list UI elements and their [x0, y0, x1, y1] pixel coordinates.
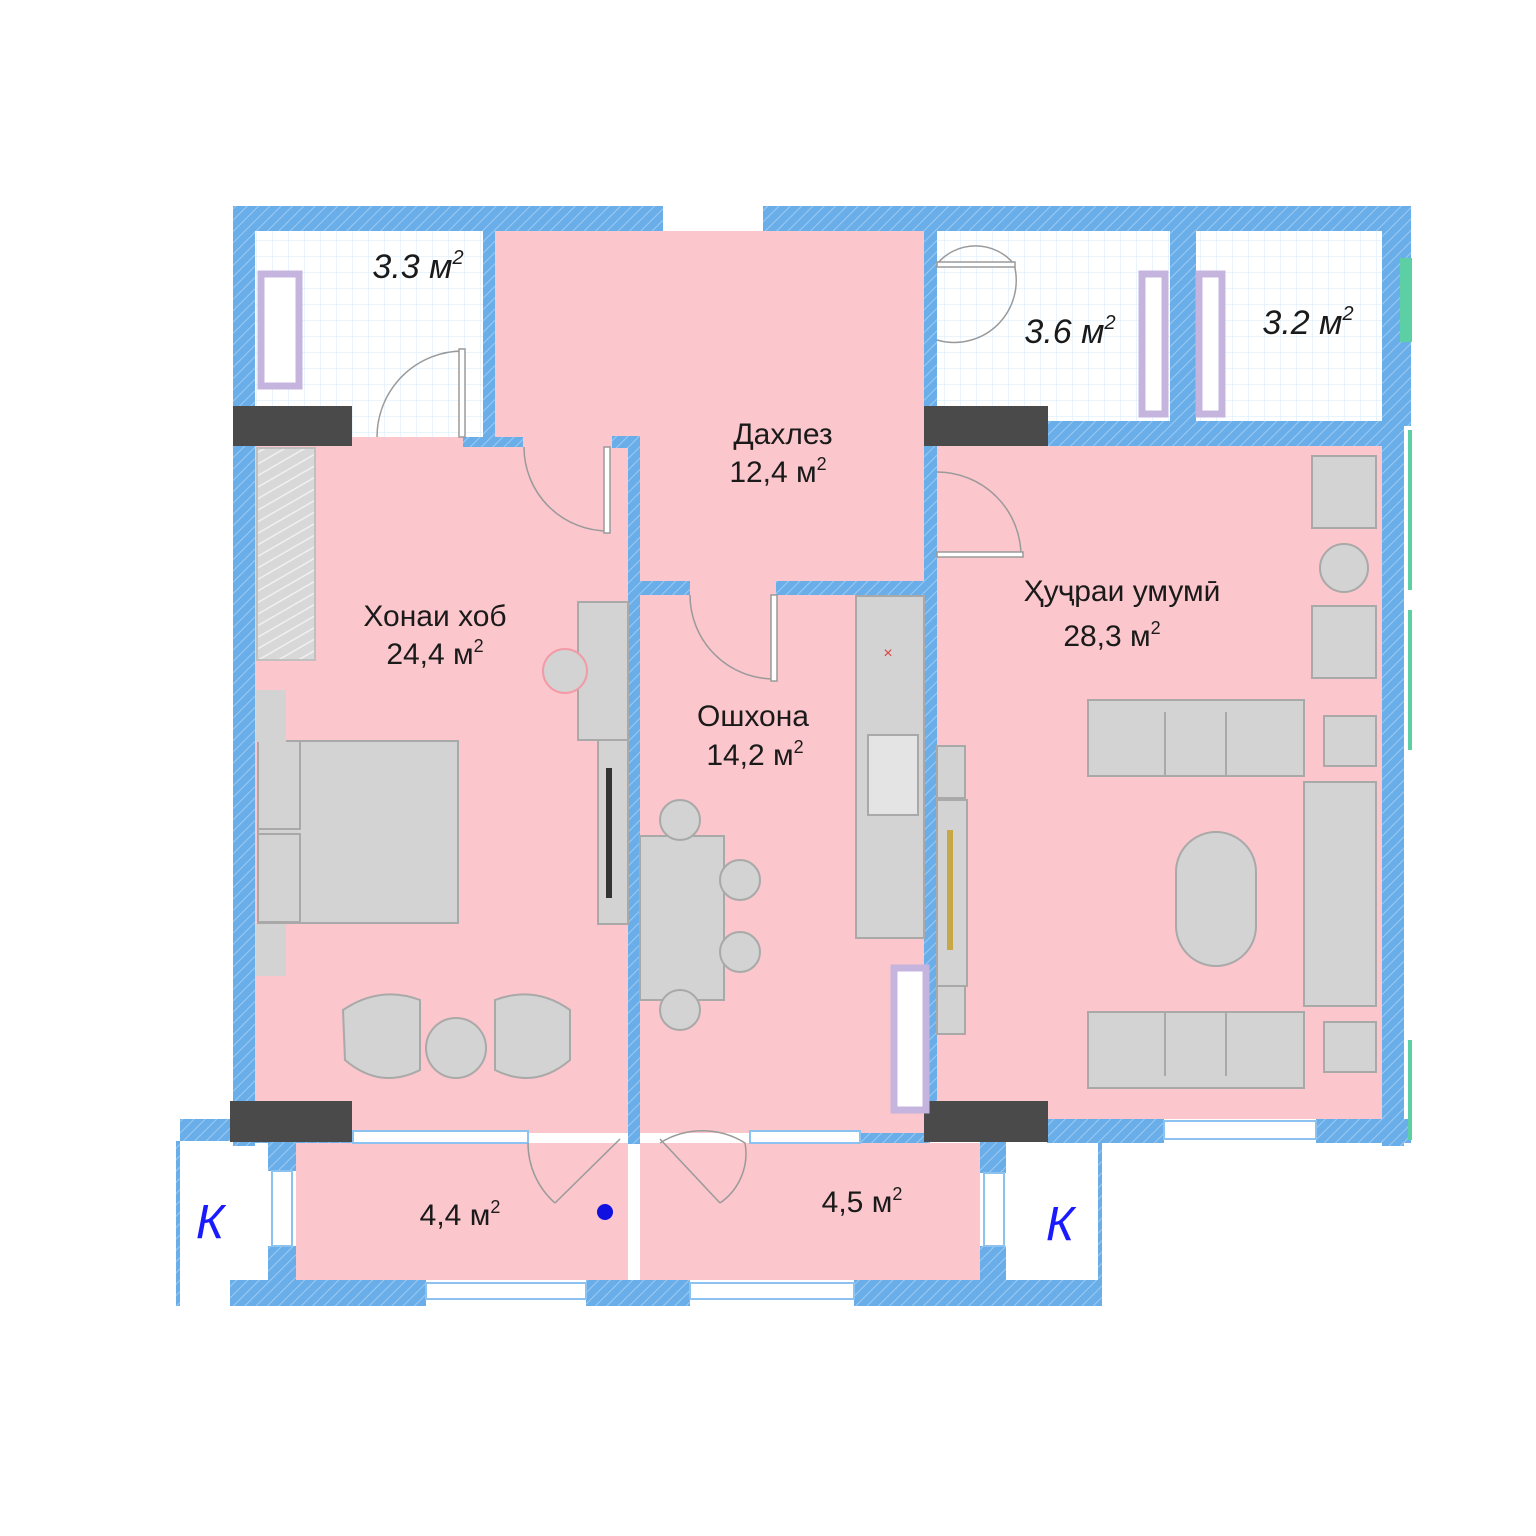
toilet-bath2	[1138, 270, 1169, 418]
living-area: 28,3 м2	[1063, 618, 1160, 653]
loggia-left	[180, 1141, 268, 1305]
bedroom-area: 24,4 м2	[386, 636, 483, 671]
bedroom-name: Хонаи хоб	[363, 600, 506, 633]
bath3-floor	[1196, 218, 1394, 421]
doors	[376, 245, 1024, 1204]
dot-marker-icon	[597, 1204, 613, 1220]
sink	[867, 734, 919, 816]
kitchen-name: Ошхона	[697, 700, 809, 733]
kitchen-area: 14,2 м2	[706, 737, 803, 772]
bath-fixtures	[257, 270, 1226, 1114]
facade-accents	[1400, 258, 1412, 1140]
windows	[271, 1120, 1317, 1300]
room-labels: Дахлез 12,4 м2 Хонаи хоб 24,4 м2 Ошхона …	[196, 247, 1354, 1251]
wardrobe	[256, 447, 316, 661]
dining-table	[639, 835, 725, 1001]
columns	[230, 406, 1048, 1142]
balcony2-floor	[640, 1143, 980, 1280]
living-name: Ҳуҷраи умумӣ	[1024, 575, 1221, 608]
balcony2-area: 4,5 м2	[822, 1184, 903, 1219]
armchair-right	[494, 993, 571, 1079]
sofa-side	[1303, 781, 1377, 1007]
fridge-niche	[890, 964, 930, 1114]
k-mark-right: К	[1046, 1198, 1077, 1251]
bath2-area: 3.6 м2	[1024, 312, 1115, 351]
toilet-bath1	[257, 270, 303, 390]
balcony1-floor	[296, 1143, 628, 1280]
hall-area: 12,4 м2	[729, 454, 826, 489]
bath3-area: 3.2 м2	[1262, 303, 1353, 342]
loggia-right	[1006, 1141, 1098, 1305]
furniture	[256, 447, 1377, 1089]
bath1-area: 3.3 м2	[372, 247, 463, 286]
hall-name: Дахлез	[733, 418, 832, 451]
armchair-left	[341, 993, 421, 1079]
x-mark-icon: ×	[883, 645, 892, 662]
toilet-bath3	[1195, 270, 1226, 418]
sofa-top	[1087, 699, 1305, 777]
desk-chair	[542, 648, 588, 694]
k-mark-left: К	[196, 1196, 227, 1249]
coffee-table	[1175, 831, 1257, 967]
balcony1-area: 4,4 м2	[420, 1197, 501, 1232]
tv-stand	[597, 739, 629, 925]
sofa-bottom	[1087, 1011, 1305, 1089]
